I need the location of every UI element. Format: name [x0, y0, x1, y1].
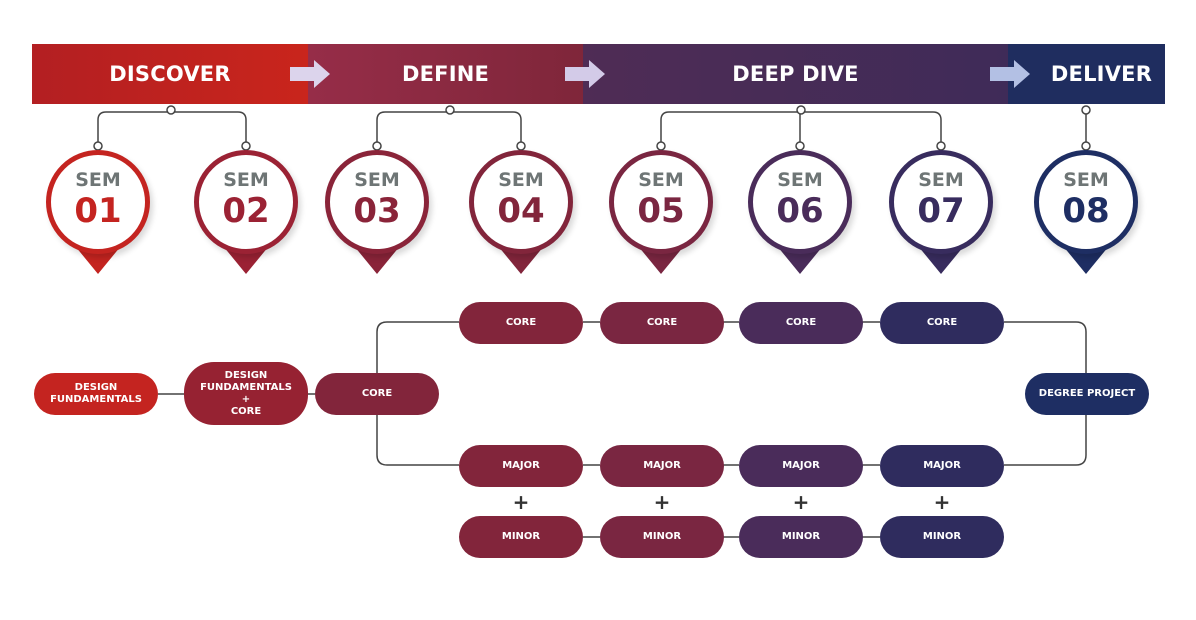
sem-number: 03 [353, 191, 401, 231]
pill-core: CORE [459, 302, 583, 344]
sem-label: SEM [918, 169, 964, 191]
sem-label: SEM [354, 169, 400, 191]
sem-number: 08 [1062, 191, 1110, 231]
phase-label: DEFINE [401, 62, 490, 86]
phase-discover: DISCOVER [32, 44, 308, 104]
pill-minor: MINOR [600, 516, 724, 558]
semester-pin-03: SEM 03 [325, 150, 429, 280]
pill-label: CORE [230, 405, 262, 417]
sem-number: 05 [637, 191, 685, 231]
pill-minor: MINOR [880, 516, 1004, 558]
pill-design-fundamentals-core: DESIGN FUNDAMENTALS + CORE [184, 362, 308, 425]
pill-degree-project: DEGREE PROJECT [1025, 373, 1149, 415]
pill-label: DESIGN [224, 369, 268, 381]
pill-label: CORE [926, 317, 958, 328]
pin-circle: SEM 07 [889, 150, 993, 254]
semester-pin-02: SEM 02 [194, 150, 298, 280]
pill-minor: MINOR [459, 516, 583, 558]
pin-circle: SEM 04 [469, 150, 573, 254]
phase-label: DISCOVER [109, 62, 231, 86]
pill-core: CORE [880, 302, 1004, 344]
pill-core: CORE [600, 302, 724, 344]
pill-major: MAJOR [739, 445, 863, 487]
semester-pin-08: SEM 08 [1034, 150, 1138, 280]
pill-label: MINOR [642, 531, 682, 542]
pin-circle: SEM 08 [1034, 150, 1138, 254]
phase-label: DELIVER [1050, 62, 1153, 86]
sem-label: SEM [223, 169, 269, 191]
pill-label: MINOR [922, 531, 962, 542]
semester-pin-05: SEM 05 [609, 150, 713, 280]
pill-label: MINOR [501, 531, 541, 542]
sem-number: 01 [74, 191, 122, 231]
plus-sign: + [933, 490, 951, 514]
pill-major: MAJOR [600, 445, 724, 487]
pill-core: CORE [315, 373, 439, 415]
pin-circle: SEM 01 [46, 150, 150, 254]
pill-design-fundamentals: DESIGN FUNDAMENTALS [34, 373, 158, 415]
phase-deliver: DELIVER [1008, 44, 1165, 104]
pill-label: CORE [785, 317, 817, 328]
pin-circle: SEM 02 [194, 150, 298, 254]
pill-label: MAJOR [782, 460, 820, 471]
pin-circle: SEM 05 [609, 150, 713, 254]
semester-pin-01: SEM 01 [46, 150, 150, 280]
pill-label: CORE [361, 388, 393, 399]
semester-pin-06: SEM 06 [748, 150, 852, 280]
sem-number: 02 [222, 191, 270, 231]
plus-sign: + [792, 490, 810, 514]
pill-label: CORE [646, 317, 678, 328]
sem-number: 06 [776, 191, 824, 231]
pill-label: MAJOR [643, 460, 681, 471]
pill-label: MAJOR [923, 460, 961, 471]
sem-label: SEM [75, 169, 121, 191]
arrow-right-icon [290, 60, 330, 88]
phase-label: DEEP DIVE [732, 62, 859, 86]
sem-label: SEM [777, 169, 823, 191]
semester-pin-04: SEM 04 [469, 150, 573, 280]
pill-label: MINOR [781, 531, 821, 542]
pin-circle: SEM 03 [325, 150, 429, 254]
pin-circle: SEM 06 [748, 150, 852, 254]
sem-number: 07 [917, 191, 965, 231]
pill-label: DEGREE PROJECT [1038, 388, 1136, 399]
plus-sign: + [653, 490, 671, 514]
plus-sign: + [512, 490, 530, 514]
phase-deep-dive: DEEP DIVE [583, 44, 1008, 104]
sem-label: SEM [1063, 169, 1109, 191]
arrow-right-icon [990, 60, 1030, 88]
pill-minor: MINOR [739, 516, 863, 558]
pill-label: FUNDAMENTALS [200, 381, 292, 393]
sem-label: SEM [498, 169, 544, 191]
sem-label: SEM [638, 169, 684, 191]
connector-dot [166, 105, 176, 115]
phase-define: DEFINE [308, 44, 583, 104]
pill-major: MAJOR [880, 445, 1004, 487]
pill-label: + [241, 393, 251, 405]
pill-core: CORE [739, 302, 863, 344]
pill-label: MAJOR [502, 460, 540, 471]
arrow-right-icon [565, 60, 605, 88]
pill-label: CORE [505, 317, 537, 328]
sem-number: 04 [497, 191, 545, 231]
pill-label: DESIGN FUNDAMENTALS [50, 382, 142, 405]
semester-pin-07: SEM 07 [889, 150, 993, 280]
pill-major: MAJOR [459, 445, 583, 487]
